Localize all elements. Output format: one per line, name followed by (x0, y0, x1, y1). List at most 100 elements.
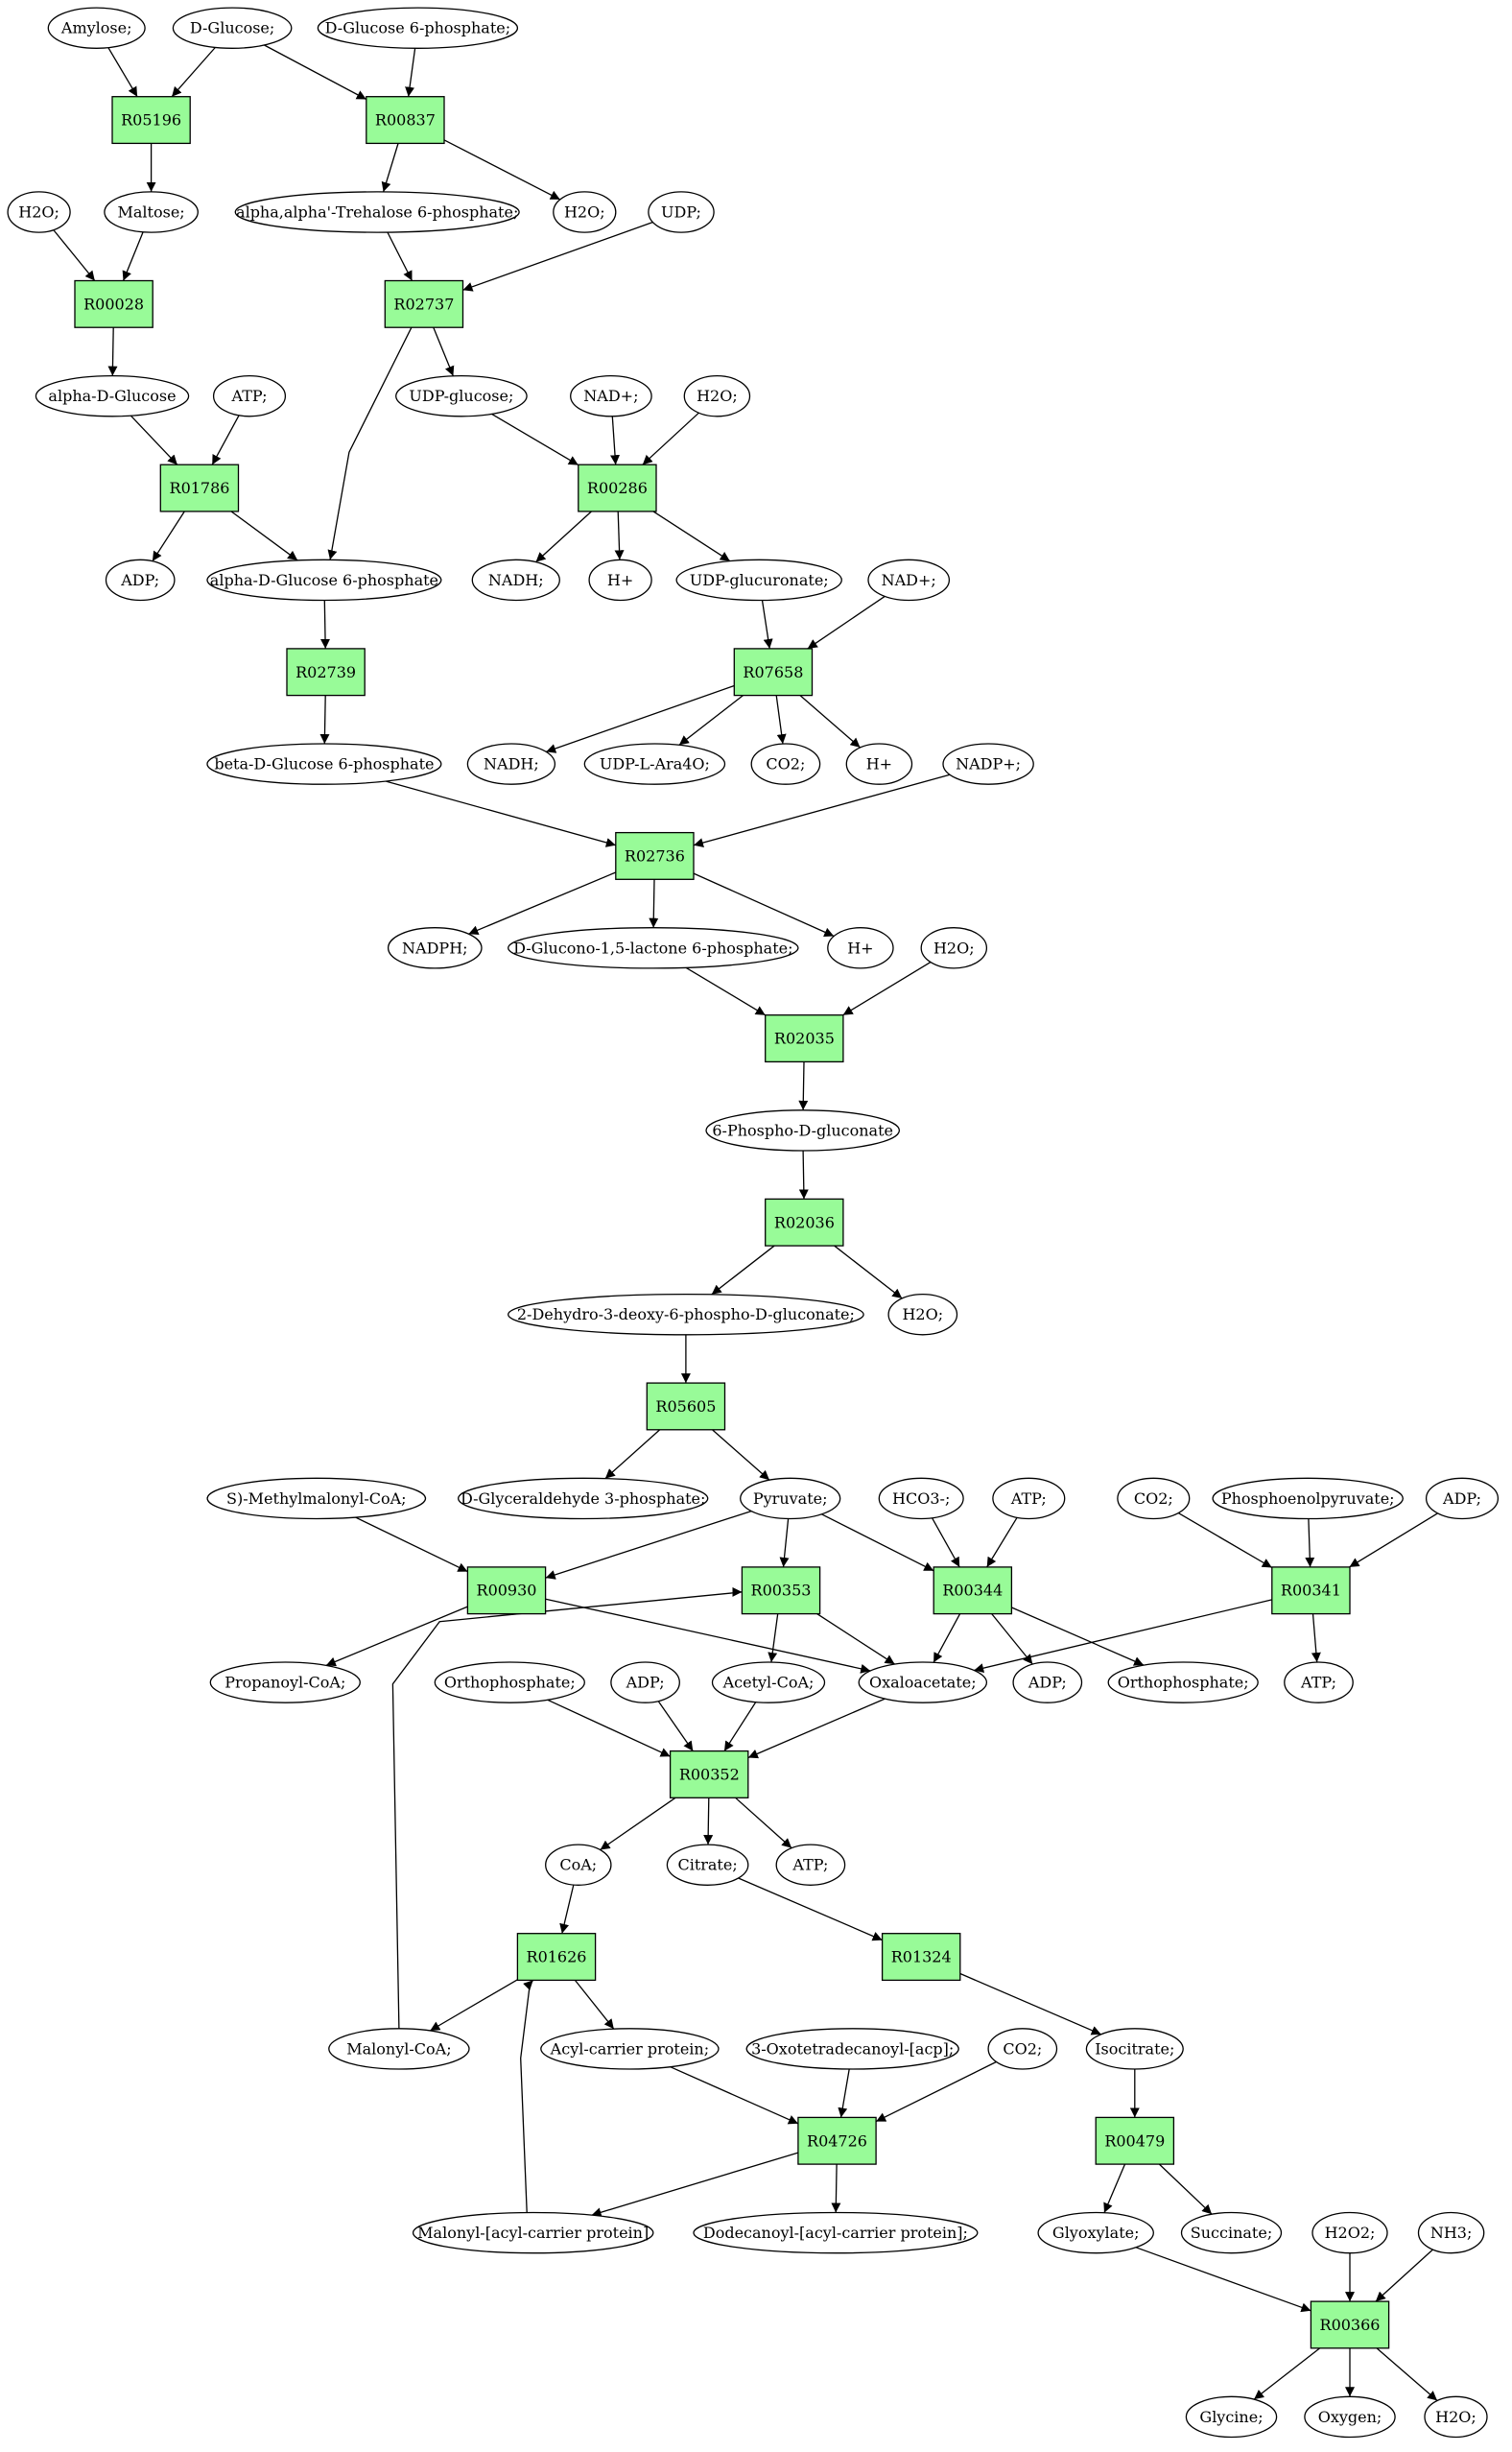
edge-pyruvate-R00344 (821, 1513, 934, 1572)
metabolite-node-adp_3[interactable]: ADP; (610, 1661, 680, 1703)
metabolite-node-malonylcoa[interactable]: Malonyl-CoA; (328, 2028, 470, 2070)
metabolite-node-nadph[interactable]: NADPH; (387, 927, 483, 969)
metabolite-node-methylmalonyl[interactable]: S)-Methylmalonyl-CoA; (206, 1477, 427, 1520)
metabolite-node-nadh_2[interactable]: NADH; (466, 743, 556, 785)
metabolite-node-orthophosphate_2[interactable]: Orthophosphate; (1107, 1661, 1259, 1703)
metabolite-node-nad_2[interactable]: NAD+; (867, 559, 951, 602)
edge-R04726-malonylacp (591, 2152, 799, 2218)
metabolite-node-atp_2[interactable]: ATP; (992, 1477, 1066, 1520)
metabolite-node-adg6p[interactable]: alpha-D-Glucose 6-phosphate (206, 559, 442, 602)
metabolite-node-h2o_1[interactable]: H2O; (7, 191, 71, 233)
metabolite-node-glyoxylate[interactable]: Glyoxylate; (1037, 2211, 1154, 2254)
node-label: H2O; (697, 387, 738, 405)
metabolite-node-hplus_2[interactable]: H+ (845, 743, 913, 785)
metabolite-node-orthophosphate_1[interactable]: Orthophosphate; (434, 1661, 585, 1703)
metabolite-node-acetylcoa[interactable]: Acetyl-CoA; (711, 1661, 826, 1703)
metabolite-node-adp_4[interactable]: ADP; (1012, 1661, 1083, 1703)
metabolite-node-succinate[interactable]: Succinate; (1180, 2211, 1283, 2254)
metabolite-node-phosphogluconate[interactable]: 6-Phospho-D-gluconate (705, 1109, 901, 1152)
metabolite-node-hplus_3[interactable]: H+ (827, 927, 894, 969)
metabolite-node-citrate[interactable]: Citrate; (666, 1844, 749, 1886)
metabolite-node-udpglucuronate[interactable]: UDP-glucuronate; (675, 559, 842, 602)
metabolite-node-isocitrate[interactable]: Isocitrate; (1085, 2028, 1184, 2070)
reaction-node-R00837[interactable]: R00837 (366, 96, 445, 145)
edge-R02036-kdpg (711, 1245, 775, 1296)
metabolite-node-gluconolactone[interactable]: D-Glucono-1,5-lactone 6-phosphate; (508, 927, 799, 969)
reaction-box (765, 1198, 844, 1247)
reaction-node-R07658[interactable]: R07658 (733, 648, 814, 697)
metabolite-node-dg6p_top[interactable]: D-Glucose 6-phosphate; (317, 7, 519, 49)
reaction-node-R05196[interactable]: R05196 (111, 96, 191, 145)
metabolite-node-adp_2[interactable]: ADP; (1425, 1477, 1500, 1520)
reaction-node-R00028[interactable]: R00028 (74, 279, 154, 328)
metabolite-node-oxygen[interactable]: Oxygen; (1304, 2395, 1396, 2439)
reaction-node-R02739[interactable]: R02739 (286, 648, 366, 697)
metabolite-node-h2o2[interactable]: H2O2; (1311, 2211, 1388, 2254)
metabolite-node-udpglucose[interactable]: UDP-glucose; (395, 374, 528, 417)
metabolite-node-pyruvate[interactable]: Pyruvate; (740, 1477, 841, 1520)
metabolite-node-h2o_6[interactable]: H2O; (1424, 2395, 1488, 2439)
reaction-node-R02737[interactable]: R02737 (384, 279, 464, 328)
reaction-node-R00344[interactable]: R00344 (933, 1566, 1013, 1615)
metabolite-node-oxotetradecanoyl[interactable]: 3-Oxotetradecanoyl-[acp]; (745, 2028, 959, 2070)
node-label: CoA; (559, 1856, 597, 1874)
metabolite-node-adglucose[interactable]: alpha-D-Glucose (35, 374, 190, 417)
metabolite-node-hco3[interactable]: HCO3-; (878, 1477, 964, 1520)
metabolite-node-amylose[interactable]: Amylose; (47, 7, 146, 49)
reaction-node-R00930[interactable]: R00930 (466, 1566, 547, 1615)
metabolite-node-glycine[interactable]: Glycine; (1185, 2395, 1278, 2439)
node-label: Amylose; (60, 19, 132, 37)
reaction-node-R00341[interactable]: R00341 (1271, 1566, 1351, 1615)
reaction-node-R02035[interactable]: R02035 (765, 1014, 844, 1063)
reaction-node-R02736[interactable]: R02736 (615, 831, 695, 880)
metabolite-node-nh3[interactable]: NH3; (1417, 2211, 1485, 2254)
metabolite-node-maltose[interactable]: Maltose; (104, 191, 199, 233)
metabolite-node-co2_3[interactable]: CO2; (987, 2028, 1058, 2070)
metabolite-node-oxaloacetate[interactable]: Oxaloacetate; (858, 1661, 988, 1703)
metabolite-node-kdpg[interactable]: 2-Dehydro-3-deoxy-6-phospho-D-gluconate; (508, 1293, 864, 1336)
metabolite-node-atp_3[interactable]: ATP; (1284, 1661, 1354, 1703)
metabolite-node-nadh_1[interactable]: NADH; (471, 559, 560, 602)
metabolite-node-atp_1[interactable]: ATP; (212, 374, 287, 417)
metabolite-node-h2o_3[interactable]: H2O; (683, 374, 751, 417)
metabolite-node-co2_2[interactable]: CO2; (1117, 1477, 1191, 1520)
metabolite-node-propanoylcoa[interactable]: Propanoyl-CoA; (209, 1661, 361, 1703)
metabolite-node-udplara4o[interactable]: UDP-L-Ara4O; (583, 743, 726, 785)
metabolite-node-h2o_4[interactable]: H2O; (920, 927, 988, 969)
metabolite-node-dodecanoylacp[interactable]: Dodecanoyl-[acyl-carrier protein]; (693, 2211, 979, 2254)
metabolite-node-bdg6p[interactable]: beta-D-Glucose 6-phosphate (206, 743, 442, 785)
metabolite-node-nad_1[interactable]: NAD+; (570, 374, 652, 417)
metabolite-node-acp[interactable]: Acyl-carrier protein; (540, 2028, 720, 2070)
reaction-node-R00286[interactable]: R00286 (578, 464, 657, 512)
metabolite-node-trehalose6p[interactable]: alpha,alpha'-Trehalose 6-phosphate; (234, 191, 520, 233)
reaction-node-R00479[interactable]: R00479 (1095, 2116, 1175, 2165)
metabolite-node-atp_4[interactable]: ATP; (775, 1844, 846, 1886)
metabolite-ellipse (234, 191, 520, 233)
reaction-node-R00352[interactable]: R00352 (669, 1750, 749, 1798)
reaction-node-R02036[interactable]: R02036 (765, 1198, 844, 1247)
metabolite-node-h2o_5[interactable]: H2O; (887, 1293, 958, 1336)
reaction-node-R01786[interactable]: R01786 (159, 464, 240, 512)
metabolite-node-pep[interactable]: Phosphoenolpyruvate; (1212, 1477, 1404, 1520)
metabolite-node-h2o_2[interactable]: H2O; (553, 191, 617, 233)
metabolite-node-dglucose[interactable]: D-Glucose; (172, 7, 293, 49)
metabolite-ellipse (434, 1661, 585, 1703)
edge-R02739-bdg6p (319, 695, 330, 745)
reaction-node-R05605[interactable]: R05605 (646, 1382, 726, 1431)
metabolite-node-g3p[interactable]: D-Glyceraldehyde 3-phosphate; (458, 1477, 709, 1520)
edge-R00353-oxaloacetate (816, 1613, 895, 1665)
edge-atp_1-R01786 (211, 415, 240, 465)
metabolite-node-udp_1[interactable]: UDP; (648, 191, 715, 233)
metabolite-node-coa[interactable]: CoA; (545, 1844, 612, 1886)
reaction-node-R00366[interactable]: R00366 (1310, 2300, 1390, 2349)
reaction-node-R04726[interactable]: R04726 (797, 2116, 877, 2165)
reaction-node-R01626[interactable]: R01626 (516, 1933, 597, 1982)
metabolite-node-adp_1[interactable]: ADP; (105, 559, 176, 602)
metabolite-node-co2_1[interactable]: CO2; (750, 743, 821, 785)
reaction-node-R00353[interactable]: R00353 (741, 1566, 821, 1615)
metabolite-node-nadp[interactable]: NADP+; (942, 743, 1034, 785)
reaction-node-R01324[interactable]: R01324 (881, 1933, 961, 1982)
metabolite-node-hplus_1[interactable]: H+ (588, 559, 652, 602)
metabolite-node-malonylacp[interactable]: Malonyl-[acyl-carrier protein] (412, 2211, 654, 2254)
node-label: Orthophosphate; (1118, 1674, 1249, 1692)
